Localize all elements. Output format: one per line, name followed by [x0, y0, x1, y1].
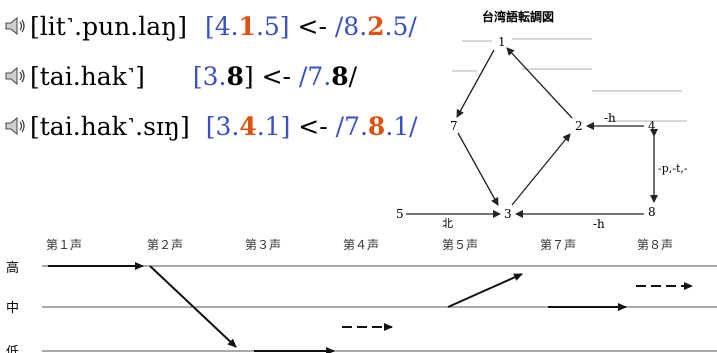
tone-digit-highlight: 2 [367, 12, 385, 41]
edge-label-h-lower: -h [593, 217, 605, 231]
node-2: 2 [575, 119, 583, 133]
tone-digit: .5] [255, 12, 290, 41]
ipa-transcription: [tai.hak˺] [30, 62, 145, 91]
tone-contour-chart: 第１声 第２声 第３声 第４声 第５声 第７声 第８声 高 中 低 [6, 238, 717, 353]
background-scan-text [452, 38, 687, 122]
edge-2-to-1 [506, 47, 573, 119]
tone-header: 第３声 [245, 238, 281, 252]
speaker-icon[interactable] [4, 64, 28, 94]
tone-bracket: / [348, 62, 358, 91]
edge-1-to-7 [456, 49, 495, 118]
node-7: 7 [450, 119, 458, 133]
edge-7-to-3 [457, 132, 499, 206]
tone-digit-bold: 8 [226, 62, 244, 91]
example-row-1: [lit˺.pun.laŋ] [4.1.5] <- /8.2.5/ [4, 12, 417, 44]
tone-digit: .5/ [384, 12, 417, 41]
tone-headers: 第１声 第２声 第３声 第４声 第５声 第７声 第８声 [46, 238, 673, 252]
derivation-arrow: <- [290, 112, 336, 141]
tone-bracket: ] [243, 62, 254, 91]
level-label-mid: 中 [6, 301, 19, 316]
tone-header: 第１声 [46, 238, 82, 252]
tone-digit: .1] [256, 112, 291, 141]
tone-digit: [3. [192, 62, 227, 91]
tone-sandhi-diagram: 1 2 3 4 5 7 8 -h -h 北 -p,-t,- [396, 35, 688, 231]
tone-digit: .1/ [385, 112, 418, 141]
node-8: 8 [648, 205, 656, 219]
example-row-2: [tai.hak˺] [3.8] <- /7.8/ [4, 62, 357, 94]
tone-header: 第５声 [442, 238, 478, 252]
underlying-tones: /7.8/ [299, 62, 357, 91]
underlying-tones: /8.2.5/ [335, 12, 417, 41]
tone-digit-bold: 8 [331, 62, 349, 91]
example-row-3: [tai.hak˺.sɪŋ] [3.4.1] <- /7.8.1/ [4, 112, 418, 144]
node-3: 3 [504, 207, 512, 221]
derivation-arrow: <- [289, 12, 335, 41]
speaker-icon[interactable] [4, 14, 28, 44]
edge-label-h-upper: -h [604, 111, 616, 125]
surface-tones: [3.8] [193, 62, 254, 91]
underlying-tones: /7.8.1/ [336, 112, 418, 141]
surface-tones: [4.1.5] [205, 12, 290, 41]
level-label-high: 高 [6, 260, 19, 276]
ipa-transcription: [tai.hak˺.sɪŋ] [30, 112, 190, 141]
node-4: 4 [648, 119, 656, 133]
tone-header: 第７声 [540, 238, 576, 252]
edge-label-north: 北 [442, 217, 453, 230]
node-5: 5 [396, 207, 404, 221]
speaker-icon[interactable] [4, 114, 28, 144]
tone-header: 第８声 [637, 238, 673, 252]
surface-tones: [3.4.1] [206, 112, 291, 141]
contour-tone-5 [447, 273, 523, 308]
level-label-low: 低 [6, 345, 19, 353]
contour-tone-2 [149, 265, 237, 348]
tone-digit: [3. [205, 112, 240, 141]
diagram-title: 台湾語転調図 [482, 10, 555, 24]
tone-digit: [4. [204, 12, 239, 41]
ipa-transcription: [lit˺.pun.laŋ] [30, 12, 187, 41]
tone-digit-highlight: 4 [239, 112, 257, 141]
node-1: 1 [498, 35, 506, 49]
edge-3-to-2 [511, 133, 571, 206]
edge-label-ptk: -p,-t,- [658, 162, 688, 175]
tone-digit: /8. [334, 12, 368, 41]
tone-digit-highlight: 8 [367, 112, 386, 141]
tone-header: 第４声 [343, 238, 379, 252]
derivation-arrow: <- [253, 62, 299, 91]
tone-digit: /7. [298, 62, 332, 91]
tone-digit-highlight: 1 [238, 12, 256, 41]
tone-digit: /7. [335, 112, 368, 141]
tone-header: 第２声 [147, 238, 183, 252]
